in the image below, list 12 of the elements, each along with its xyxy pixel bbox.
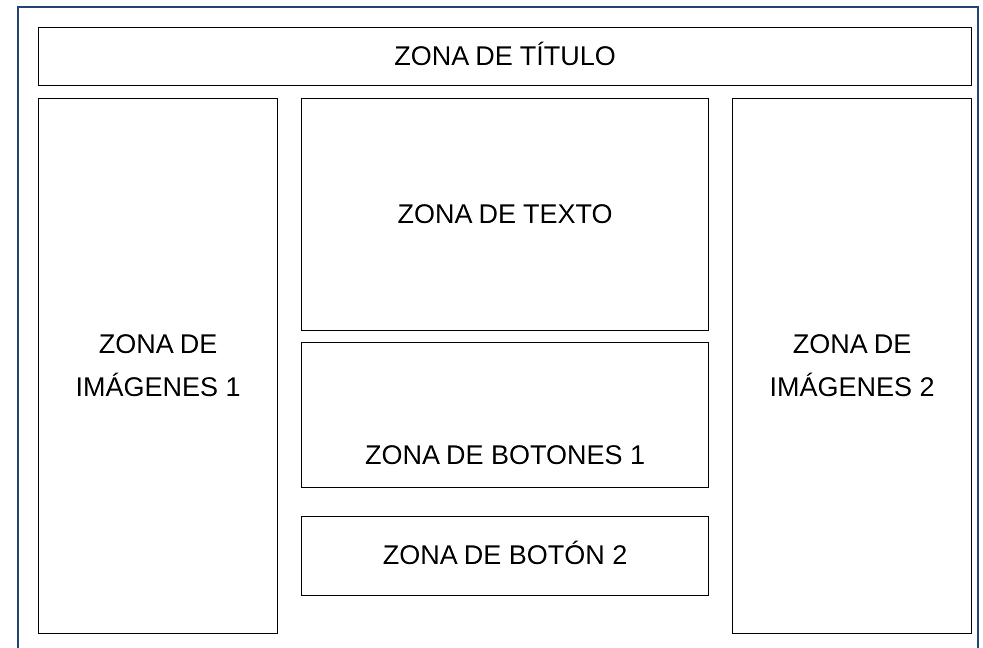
zone-label: ZONA DE IMÁGENES 1 — [74, 328, 242, 404]
zone-box — [301, 98, 709, 331]
zone-box — [732, 98, 972, 634]
zone-box — [38, 98, 278, 634]
zone-box — [38, 27, 972, 86]
zone-label: ZONA DE BOTONES 1 — [364, 438, 646, 472]
zone-label: ZONA DE TÍTULO — [394, 40, 616, 73]
zone-box — [301, 342, 709, 488]
zone-label: ZONA DE IMÁGENES 2 — [768, 328, 936, 404]
zone-label: ZONA DE BOTÓN 2 — [382, 539, 628, 572]
zone-box — [301, 516, 709, 596]
zone-label: ZONA DE TEXTO — [397, 198, 613, 231]
